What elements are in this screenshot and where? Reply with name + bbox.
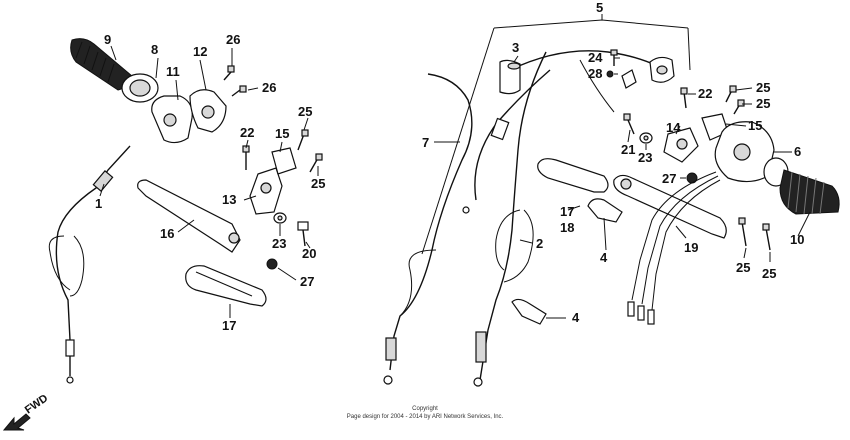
throttle-cable xyxy=(48,145,131,384)
callout-7: 7 xyxy=(422,135,429,150)
switch-wiring xyxy=(627,171,721,325)
bolt-25-right-a xyxy=(725,85,737,103)
leader-lines xyxy=(99,45,811,319)
callout-8: 8 xyxy=(151,42,158,57)
screw-25-lower-b xyxy=(762,223,771,251)
choke-cable xyxy=(383,73,473,385)
callout-3: 3 xyxy=(512,40,519,55)
throttle-grip-assembly xyxy=(48,38,323,384)
connector-3 xyxy=(499,59,521,95)
switch-clip xyxy=(621,69,637,89)
screw-24 xyxy=(610,49,618,66)
lever-cover-right xyxy=(537,158,609,193)
callout-22-right: 22 xyxy=(698,86,712,101)
callout-22-left: 22 xyxy=(240,125,254,140)
bolt-22-right xyxy=(680,87,688,109)
washer-28 xyxy=(606,70,614,78)
callout-20: 20 xyxy=(302,246,316,261)
callout-4-upper: 4 xyxy=(600,250,608,265)
nut-23-left xyxy=(273,212,287,224)
callout-4-lower: 4 xyxy=(572,310,580,325)
clamp-4-lower xyxy=(511,298,547,325)
fwd-arrow: FWD xyxy=(2,392,50,431)
callout-15-right: 15 xyxy=(748,118,762,133)
pivot-bolt xyxy=(297,221,309,247)
bolt-25-right-b xyxy=(733,99,745,115)
bolt-21 xyxy=(623,113,635,135)
clutch-cable xyxy=(473,51,547,387)
screw-26-top xyxy=(223,65,235,81)
callout-25-right-a: 25 xyxy=(756,80,770,95)
clutch-lever xyxy=(137,179,241,253)
callout-13: 13 xyxy=(222,192,236,207)
bolt-25-left-b xyxy=(309,153,323,173)
callout-labels: 9 8 11 12 26 26 1 16 22 15 25 25 13 23 2… xyxy=(95,0,804,333)
callout-16: 16 xyxy=(160,226,174,241)
callout-27-left: 27 xyxy=(300,274,314,289)
copyright-notice: Copyright Page design for 2004 - 2014 by… xyxy=(347,406,504,420)
fwd-label: FWD xyxy=(23,392,50,416)
throttle-housing-lower xyxy=(151,95,193,144)
throttle-housing-upper xyxy=(189,89,227,133)
callout-18: 18 xyxy=(560,220,574,235)
copyright-line-2: Page design for 2004 - 2014 by ARI Netwo… xyxy=(347,414,504,420)
callout-2: 2 xyxy=(536,236,543,251)
right-switch-assembly xyxy=(613,85,840,325)
harness-plug xyxy=(490,117,510,141)
right-lever-bracket xyxy=(663,127,699,163)
callout-28: 28 xyxy=(588,66,602,81)
callout-6: 6 xyxy=(794,144,801,159)
callout-25-right-b: 25 xyxy=(756,96,770,111)
callout-12: 12 xyxy=(193,44,207,59)
screw-25-lower-a xyxy=(738,217,747,247)
switch-unit xyxy=(649,56,675,83)
callout-1: 1 xyxy=(95,196,102,211)
clamp-4-upper xyxy=(587,198,623,223)
callout-25-lower-b: 25 xyxy=(762,266,776,281)
copyright-line-1: Copyright xyxy=(412,406,438,412)
callout-11: 11 xyxy=(166,64,180,79)
callout-19: 19 xyxy=(684,240,698,255)
callout-14: 14 xyxy=(666,120,681,135)
callout-25-lower-a: 25 xyxy=(736,260,750,275)
callout-5: 5 xyxy=(596,0,603,15)
lever-cover-left xyxy=(185,265,267,307)
cap-nut-27-left xyxy=(266,258,278,270)
callout-17-left: 17 xyxy=(222,318,236,333)
throttle-grip xyxy=(70,38,159,103)
screw-26-lower xyxy=(231,85,247,97)
nut-23-right xyxy=(639,132,653,144)
bolt-22-left xyxy=(242,145,250,170)
callout-23-right: 23 xyxy=(638,150,652,165)
callout-17-right: 17 xyxy=(560,204,574,219)
callout-10: 10 xyxy=(790,232,804,247)
callout-26-top: 26 xyxy=(226,32,240,47)
callout-23-left: 23 xyxy=(272,236,286,251)
bolt-25-left-a xyxy=(297,129,309,151)
bracket-clamp xyxy=(271,147,297,175)
callout-27-right: 27 xyxy=(662,171,676,186)
lever-bracket xyxy=(249,167,283,215)
callout-21: 21 xyxy=(621,142,635,157)
right-grip xyxy=(779,169,840,215)
callout-25-left-b: 25 xyxy=(311,176,325,191)
front-brake-lever xyxy=(613,174,727,239)
callout-15-left: 15 xyxy=(275,126,289,141)
callout-9: 9 xyxy=(104,32,111,47)
callout-24: 24 xyxy=(588,50,603,65)
callout-25-left-a: 25 xyxy=(298,104,312,119)
cable-group xyxy=(383,14,691,387)
callout-26-lower: 26 xyxy=(262,80,276,95)
group-bracket-5 xyxy=(421,14,691,255)
